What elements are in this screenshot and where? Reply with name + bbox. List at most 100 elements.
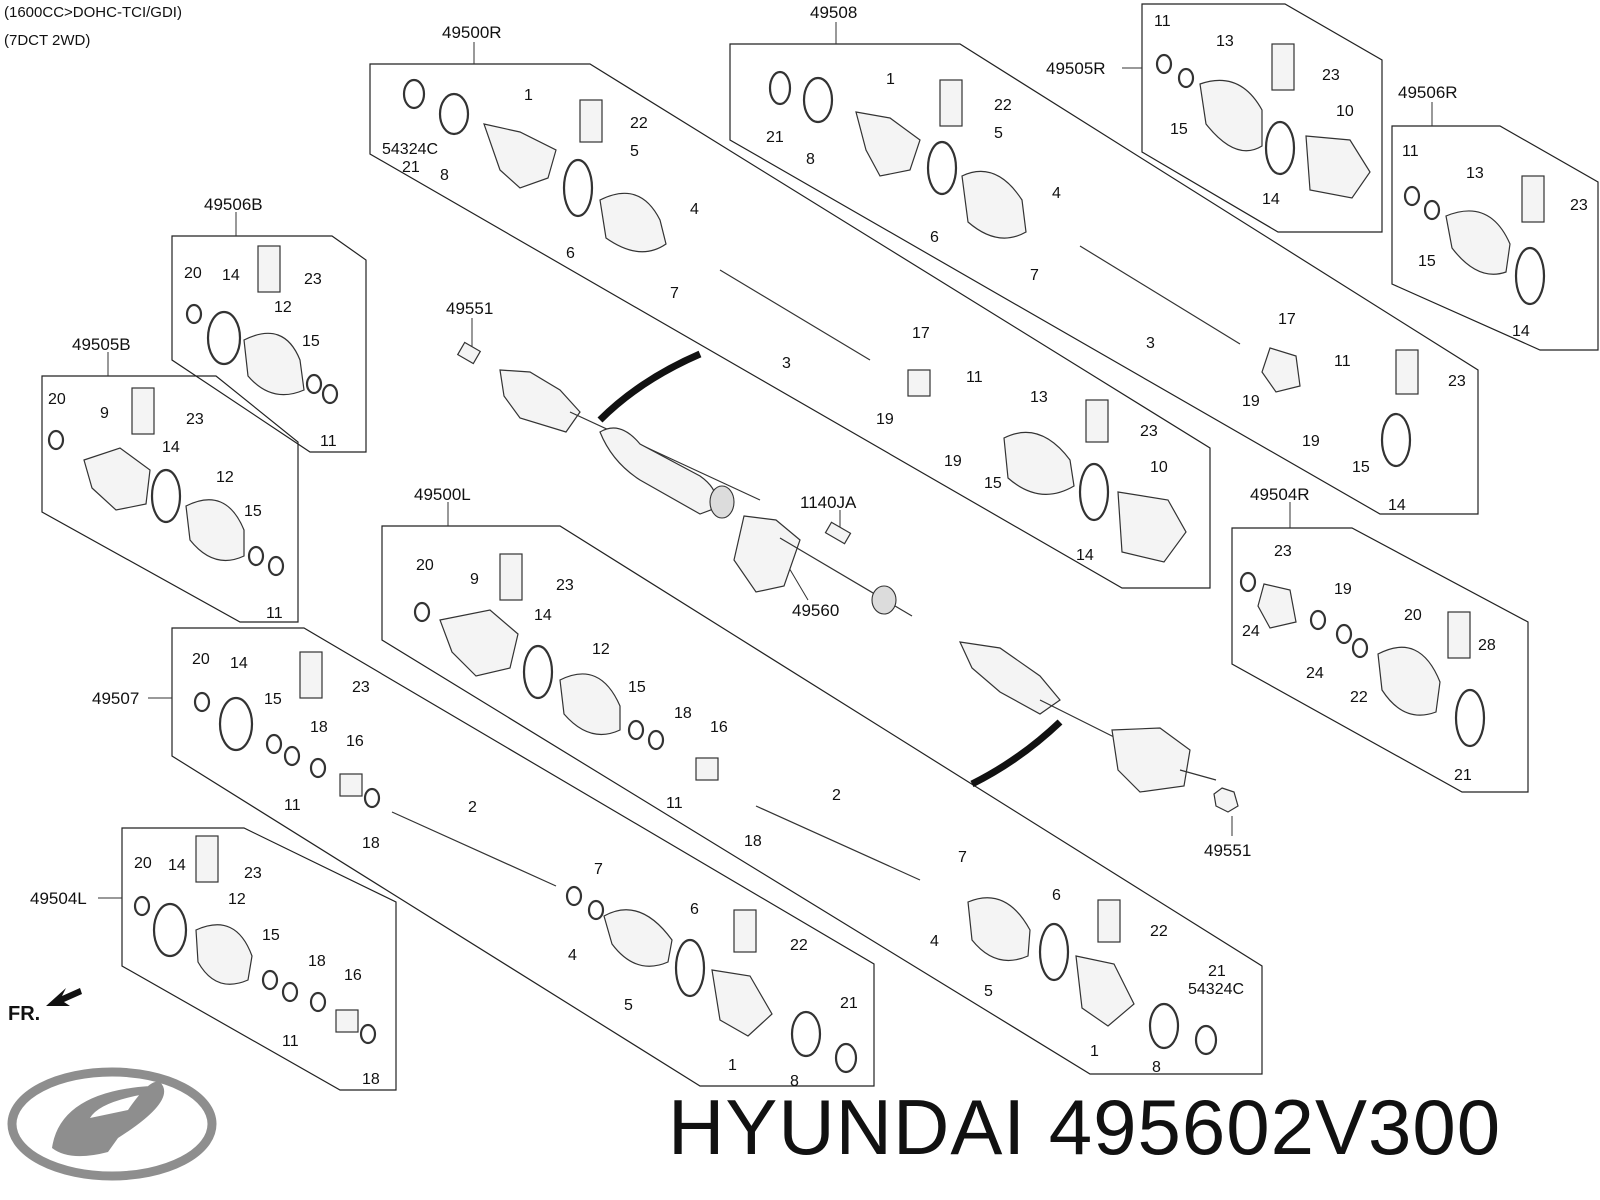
callout-12b: 12 xyxy=(216,469,234,486)
callout-18b: 18 xyxy=(744,833,762,850)
callout-12: 12 xyxy=(274,299,292,316)
panel-49506B xyxy=(171,235,367,453)
callout-19e: 19 xyxy=(1334,581,1352,598)
callout-11f: 11 xyxy=(266,605,283,622)
callout-4c: 4 xyxy=(930,933,939,950)
callout-14: 14 xyxy=(1076,547,1094,564)
callout-22e: 22 xyxy=(790,937,808,954)
callout-20d: 20 xyxy=(1404,607,1422,624)
callout-7c: 7 xyxy=(958,849,967,866)
hyundai-logo-icon xyxy=(7,1067,217,1181)
brand-part-title: HYUNDAI 495602V300 xyxy=(668,1082,1501,1173)
callout-10: 10 xyxy=(1150,459,1168,476)
callout-17b: 17 xyxy=(1278,311,1296,328)
brand-name: HYUNDAI xyxy=(668,1083,1027,1171)
callout-5d: 5 xyxy=(624,997,633,1014)
callout-23d: 23 xyxy=(1570,197,1588,214)
callout-13b: 13 xyxy=(1216,33,1234,50)
callout-23e: 23 xyxy=(304,271,322,288)
callout-18f: 18 xyxy=(362,1071,380,1088)
callout-4d: 4 xyxy=(568,947,577,964)
callout-2: 2 xyxy=(832,787,841,804)
callout-5c: 5 xyxy=(984,983,993,1000)
callout-22b: 22 xyxy=(994,97,1012,114)
group-label-49551-bottom: 49551 xyxy=(1204,841,1251,860)
callout-23i: 23 xyxy=(352,679,370,696)
callout-14b: 14 xyxy=(1388,497,1406,514)
callout-11g: 11 xyxy=(666,795,683,812)
group-label-49508: 49508 xyxy=(810,3,857,22)
group-label-49507: 49507 xyxy=(92,689,139,708)
callout-11b: 11 xyxy=(1334,353,1351,370)
callout-14h: 14 xyxy=(230,655,248,672)
callout-9b: 9 xyxy=(470,571,479,588)
callout-21e: 21 xyxy=(840,995,858,1012)
group-label-49506B: 49506B xyxy=(204,195,263,214)
callout-6c: 6 xyxy=(1052,887,1061,904)
callout-7d: 7 xyxy=(594,861,603,878)
callout-15b: 15 xyxy=(1352,459,1370,476)
group-label-49506R: 49506R xyxy=(1398,83,1458,102)
panel-49508 xyxy=(729,43,1479,515)
callout-8: 8 xyxy=(440,167,449,184)
callout-23j: 23 xyxy=(244,865,262,882)
front-arrow-icon xyxy=(46,988,82,1006)
parts-49505R xyxy=(1155,43,1371,199)
callout-14f: 14 xyxy=(162,439,180,456)
callout-8d: 8 xyxy=(790,1073,799,1090)
callout-20e: 20 xyxy=(192,651,210,668)
group-label-49505B: 49505B xyxy=(72,335,131,354)
callout-19b: 19 xyxy=(944,453,962,470)
callout-19c: 19 xyxy=(1242,393,1260,410)
callout-12d: 12 xyxy=(228,891,246,908)
callout-54324C-b: 54324C xyxy=(1188,981,1244,998)
callout-21d: 21 xyxy=(1454,767,1472,784)
callout-3b: 3 xyxy=(1146,335,1155,352)
callout-6: 6 xyxy=(566,245,575,262)
drive-shaft-assembly xyxy=(456,341,1239,813)
callout-19d: 19 xyxy=(1302,433,1320,450)
callout-20: 20 xyxy=(184,265,202,282)
callout-23h: 23 xyxy=(1274,543,1292,560)
part-number: 495602V300 xyxy=(1048,1083,1502,1171)
group-label-49500L: 49500L xyxy=(414,485,471,504)
callout-23f: 23 xyxy=(186,411,204,428)
callout-7: 7 xyxy=(670,285,679,302)
parts-49507 xyxy=(193,651,858,1074)
group-label-49551-top: 49551 xyxy=(446,299,493,318)
callout-8c: 8 xyxy=(1152,1059,1161,1076)
callout-14c: 14 xyxy=(1262,191,1280,208)
callout-labels: 1 54324C 21 8 22 5 6 4 7 3 17 19 11 19 1… xyxy=(48,13,1588,1090)
callout-21c: 21 xyxy=(1208,963,1226,980)
callout-11e: 11 xyxy=(320,433,337,450)
callout-5b: 5 xyxy=(994,125,1003,142)
callout-18e: 18 xyxy=(308,953,326,970)
parts-49505B xyxy=(47,387,285,577)
callout-11d: 11 xyxy=(1402,143,1419,160)
callout-15h: 15 xyxy=(264,691,282,708)
callout-3: 3 xyxy=(782,355,791,372)
callout-11i: 11 xyxy=(282,1033,299,1050)
callout-21b: 21 xyxy=(766,129,784,146)
callout-14g: 14 xyxy=(534,607,552,624)
callout-13c: 13 xyxy=(1466,165,1484,182)
callout-18d: 18 xyxy=(362,835,380,852)
callout-22d: 22 xyxy=(1350,689,1368,706)
panel-49504L xyxy=(121,827,397,1091)
callout-22: 22 xyxy=(630,115,648,132)
callout-14e: 14 xyxy=(222,267,240,284)
callout-11h: 11 xyxy=(284,797,301,814)
group-label-49504L: 49504L xyxy=(30,889,87,908)
callout-2b: 2 xyxy=(468,799,477,816)
drive-spec: (7DCT 2WD) xyxy=(4,32,91,49)
callout-14d: 14 xyxy=(1512,323,1530,340)
parts-49500R xyxy=(402,78,1187,563)
callout-24b: 24 xyxy=(1306,665,1324,682)
callout-10b: 10 xyxy=(1336,103,1354,120)
panel-49505B xyxy=(41,375,299,623)
callout-15e: 15 xyxy=(302,333,320,350)
group-label-49560: 49560 xyxy=(792,601,839,620)
callout-20c: 20 xyxy=(416,557,434,574)
callout-7b: 7 xyxy=(1030,267,1039,284)
